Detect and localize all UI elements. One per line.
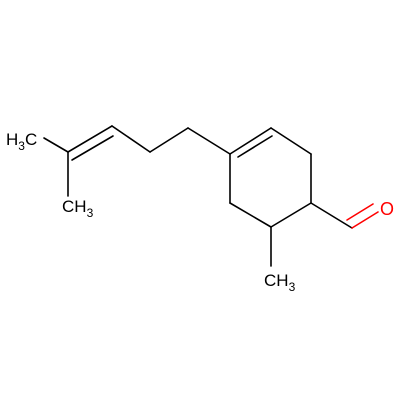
ch3-ring-label: CH3 [264,271,296,294]
ring-bond-c1-c6 [270,202,312,228]
ring-bond-c3-c2 [270,127,312,155]
bond-c-to-ch [67,125,113,153]
ring-bond-c4-c3 [229,127,272,155]
bond-ch2-to-ring [187,127,231,155]
ch3-bottom-left-label: CH3 [62,197,94,220]
bond-c-o-double-outer [351,211,379,229]
ring-bond-c6-c5 [229,202,272,228]
bond-ring-to-cho [310,202,353,229]
bond-ch-to-ch2 [111,125,151,153]
bond-ch2-to-ch2 [149,127,189,153]
bond-c-ch-double [71,135,114,161]
bond-ch3-top-to-c [43,137,69,153]
ring-double-bond-c4-c3 [237,135,273,158]
oxygen-atom-label: O [380,199,394,219]
ch3-top-left-label: H3C [6,130,37,153]
bond-c-o-double-inner [346,203,374,221]
